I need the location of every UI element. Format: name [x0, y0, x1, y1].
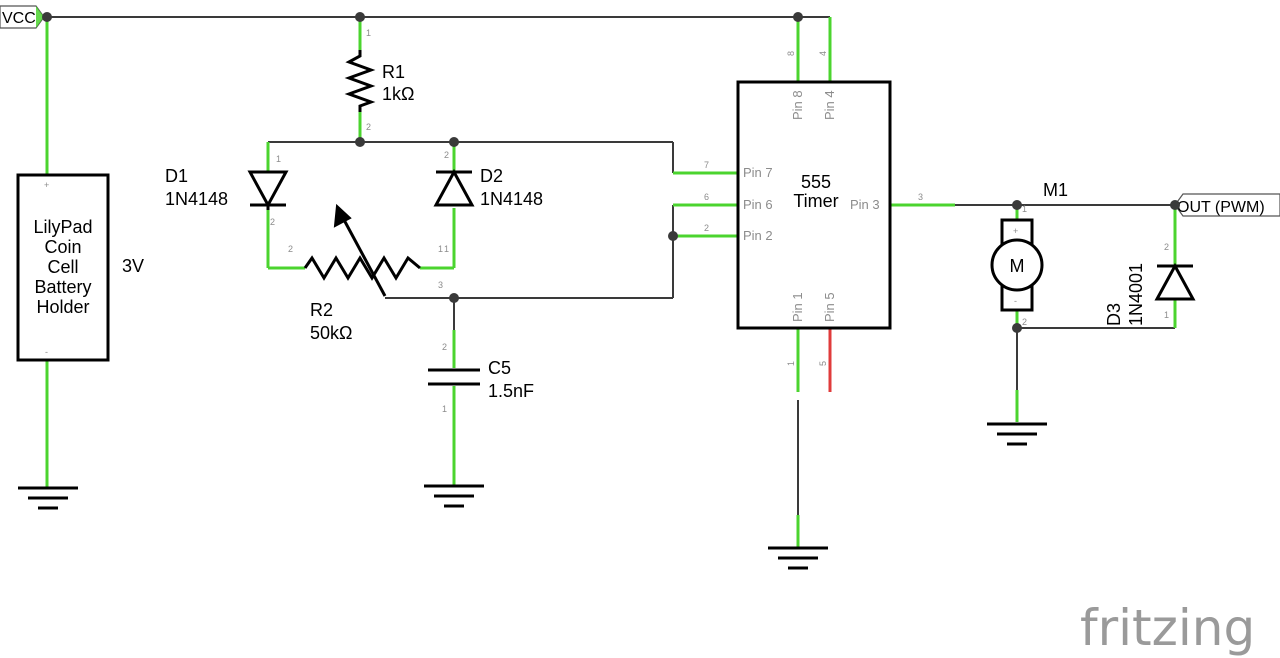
- junction-dot: [42, 12, 52, 22]
- r2-ref: R2: [310, 300, 333, 320]
- c5-pin1: 1: [442, 404, 447, 414]
- timer-555[interactable]: 555 Timer Pin 7 Pin 6 Pin 2 Pin 3 Pin 8 …: [673, 17, 955, 392]
- junction-dot: [1012, 323, 1022, 333]
- d2-part: 1N4148: [480, 189, 543, 209]
- timer-pin1-label: Pin 1: [790, 292, 805, 322]
- d3-pin1: 1: [1164, 310, 1169, 320]
- m1-symbol: M: [1010, 256, 1025, 276]
- timer-pin5-label: Pin 5: [822, 292, 837, 322]
- timer-num8: 8: [786, 51, 796, 56]
- junction-dot: [355, 12, 365, 22]
- d3-pin2: 2: [1164, 242, 1169, 252]
- potentiometer-r2[interactable]: 2 1 3 R2 50kΩ: [288, 203, 454, 343]
- junction-dot: [1012, 200, 1022, 210]
- m1-pin1: 1: [1022, 204, 1027, 214]
- timer-num1: 1: [786, 361, 796, 366]
- timer-pin4-label: Pin 4: [822, 90, 837, 120]
- battery-voltage: 3V: [122, 256, 144, 276]
- junction-dot: [449, 137, 459, 147]
- battery-holder[interactable]: + - LilyPad Coin Cell Battery Holder 3V: [16, 17, 144, 488]
- battery-minus-label: -: [45, 347, 48, 357]
- junctions: [42, 12, 1180, 333]
- timer-num5: 5: [818, 361, 828, 366]
- m1-minus: -: [1014, 296, 1017, 306]
- out-port[interactable]: OUT (PWM): [1174, 193, 1280, 217]
- r2-value: 50kΩ: [310, 323, 352, 343]
- capacitor-c5[interactable]: 2 1 C5 1.5nF: [428, 330, 534, 486]
- timer-pin2-label: Pin 2: [743, 228, 773, 243]
- battery-plus-label: +: [44, 180, 49, 190]
- timer-num2: 2: [704, 223, 709, 233]
- m1-pin2: 2: [1022, 317, 1027, 327]
- r2-pin3: 3: [438, 280, 443, 290]
- d3-ref: D3: [1104, 303, 1124, 326]
- ground-motor: [987, 422, 1047, 446]
- r1-pin2: 2: [366, 122, 371, 132]
- battery-line-1: LilyPad: [33, 217, 92, 237]
- timer-pin3-label: Pin 3: [850, 197, 880, 212]
- d2-pin1: 1: [444, 244, 449, 254]
- ground-battery: [18, 486, 78, 510]
- vcc-port[interactable]: VCC: [0, 5, 45, 29]
- c5-pin2: 2: [442, 342, 447, 352]
- timer-pin8-label: Pin 8: [790, 90, 805, 120]
- battery-line-2: Coin: [44, 237, 81, 257]
- junction-dot: [668, 231, 678, 241]
- motor-m1[interactable]: M + - 1 2 M1: [990, 180, 1068, 422]
- timer-title-1: 555: [801, 172, 831, 192]
- junction-dot: [1170, 200, 1180, 210]
- timer-num7: 7: [704, 160, 709, 170]
- c5-ref: C5: [488, 358, 511, 378]
- timer-num4: 4: [818, 51, 828, 56]
- diode-d3[interactable]: 2 1 D3 1N4001: [1104, 205, 1196, 328]
- battery-line-5: Holder: [36, 297, 89, 317]
- ground-timer: [768, 515, 828, 570]
- d2-ref: D2: [480, 166, 503, 186]
- d1-pin2: 2: [270, 217, 275, 227]
- ground-capacitor: [424, 484, 484, 508]
- timer-pin6-label: Pin 6: [743, 197, 773, 212]
- d3-part: 1N4001: [1126, 263, 1146, 326]
- junction-dot: [793, 12, 803, 22]
- m1-plus: +: [1013, 226, 1018, 236]
- battery-line-3: Cell: [47, 257, 78, 277]
- r1-pin1: 1: [366, 28, 371, 38]
- d1-part: 1N4148: [165, 189, 228, 209]
- timer-num3: 3: [918, 192, 923, 202]
- resistor-r1[interactable]: 1 2 R1 1kΩ: [344, 17, 414, 142]
- d2-pin2: 2: [444, 150, 449, 160]
- junction-dot: [355, 137, 365, 147]
- d1-pin1: 1: [276, 154, 281, 164]
- m1-ref: M1: [1043, 180, 1068, 200]
- timer-pin7-label: Pin 7: [743, 165, 773, 180]
- r2-pin2: 2: [288, 244, 293, 254]
- diode-d1[interactable]: 1 2 D1 1N4148: [165, 142, 305, 270]
- r1-value: 1kΩ: [382, 84, 414, 104]
- r1-ref: R1: [382, 62, 405, 82]
- fritzing-logo: fritzing: [1080, 599, 1255, 657]
- battery-line-4: Battery: [34, 277, 91, 297]
- timer-num6: 6: [704, 192, 709, 202]
- c5-value: 1.5nF: [488, 381, 534, 401]
- r2-pin1: 1: [438, 244, 443, 254]
- out-label: OUT (PWM): [1177, 199, 1265, 216]
- d1-ref: D1: [165, 166, 188, 186]
- timer-title-2: Timer: [793, 191, 838, 211]
- junction-dot: [449, 293, 459, 303]
- vcc-label: VCC: [2, 10, 36, 27]
